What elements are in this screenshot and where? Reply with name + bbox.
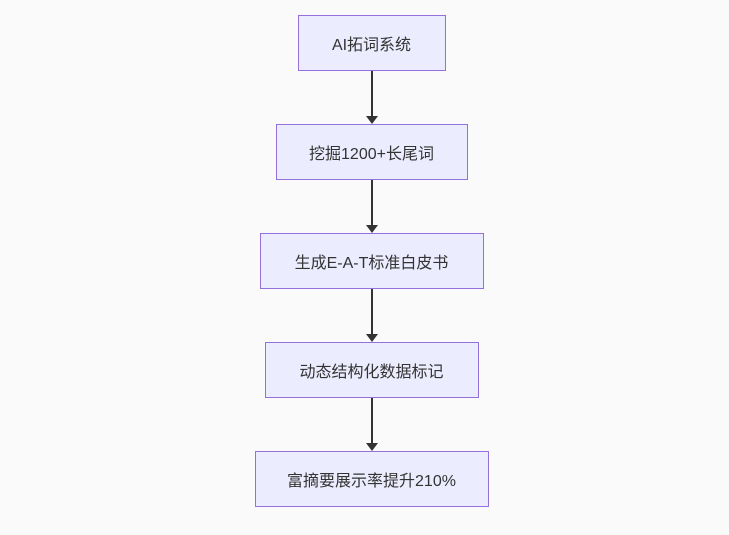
edge-line: [370, 180, 373, 225]
node-label: 挖掘1200+长尾词: [309, 146, 434, 163]
node-label: 富摘要展示率提升210%: [287, 473, 456, 490]
flowchart: AI拓词系统 挖掘1200+长尾词 生成E-A-T标准白皮书 动态结构化数据标记: [7, 15, 729, 507]
node-label: AI拓词系统: [331, 37, 412, 54]
arrow-down-icon: [365, 334, 378, 342]
arrow-down-icon: [365, 443, 378, 451]
arrow-down-icon: [365, 225, 378, 233]
flowchart-edge-3-4: [365, 289, 378, 342]
node-label: 生成E-A-T标准白皮书: [294, 255, 449, 272]
node-label: 动态结构化数据标记: [299, 364, 444, 381]
flowchart-edge-4-5: [365, 398, 378, 451]
flowchart-edge-2-3: [365, 180, 378, 233]
edge-line: [370, 71, 373, 116]
flowchart-node-eat-whitepaper: 生成E-A-T标准白皮书: [259, 233, 484, 289]
flowchart-node-ai-word-system: AI拓词系统: [297, 15, 446, 71]
edge-line: [370, 289, 373, 334]
flowchart-node-rich-snippet-result: 富摘要展示率提升210%: [254, 451, 489, 507]
flowchart-node-structured-data: 动态结构化数据标记: [264, 342, 479, 398]
arrow-down-icon: [365, 116, 378, 124]
edge-line: [370, 398, 373, 443]
flowchart-node-longtail-mining: 挖掘1200+长尾词: [275, 124, 468, 180]
flowchart-edge-1-2: [365, 71, 378, 124]
